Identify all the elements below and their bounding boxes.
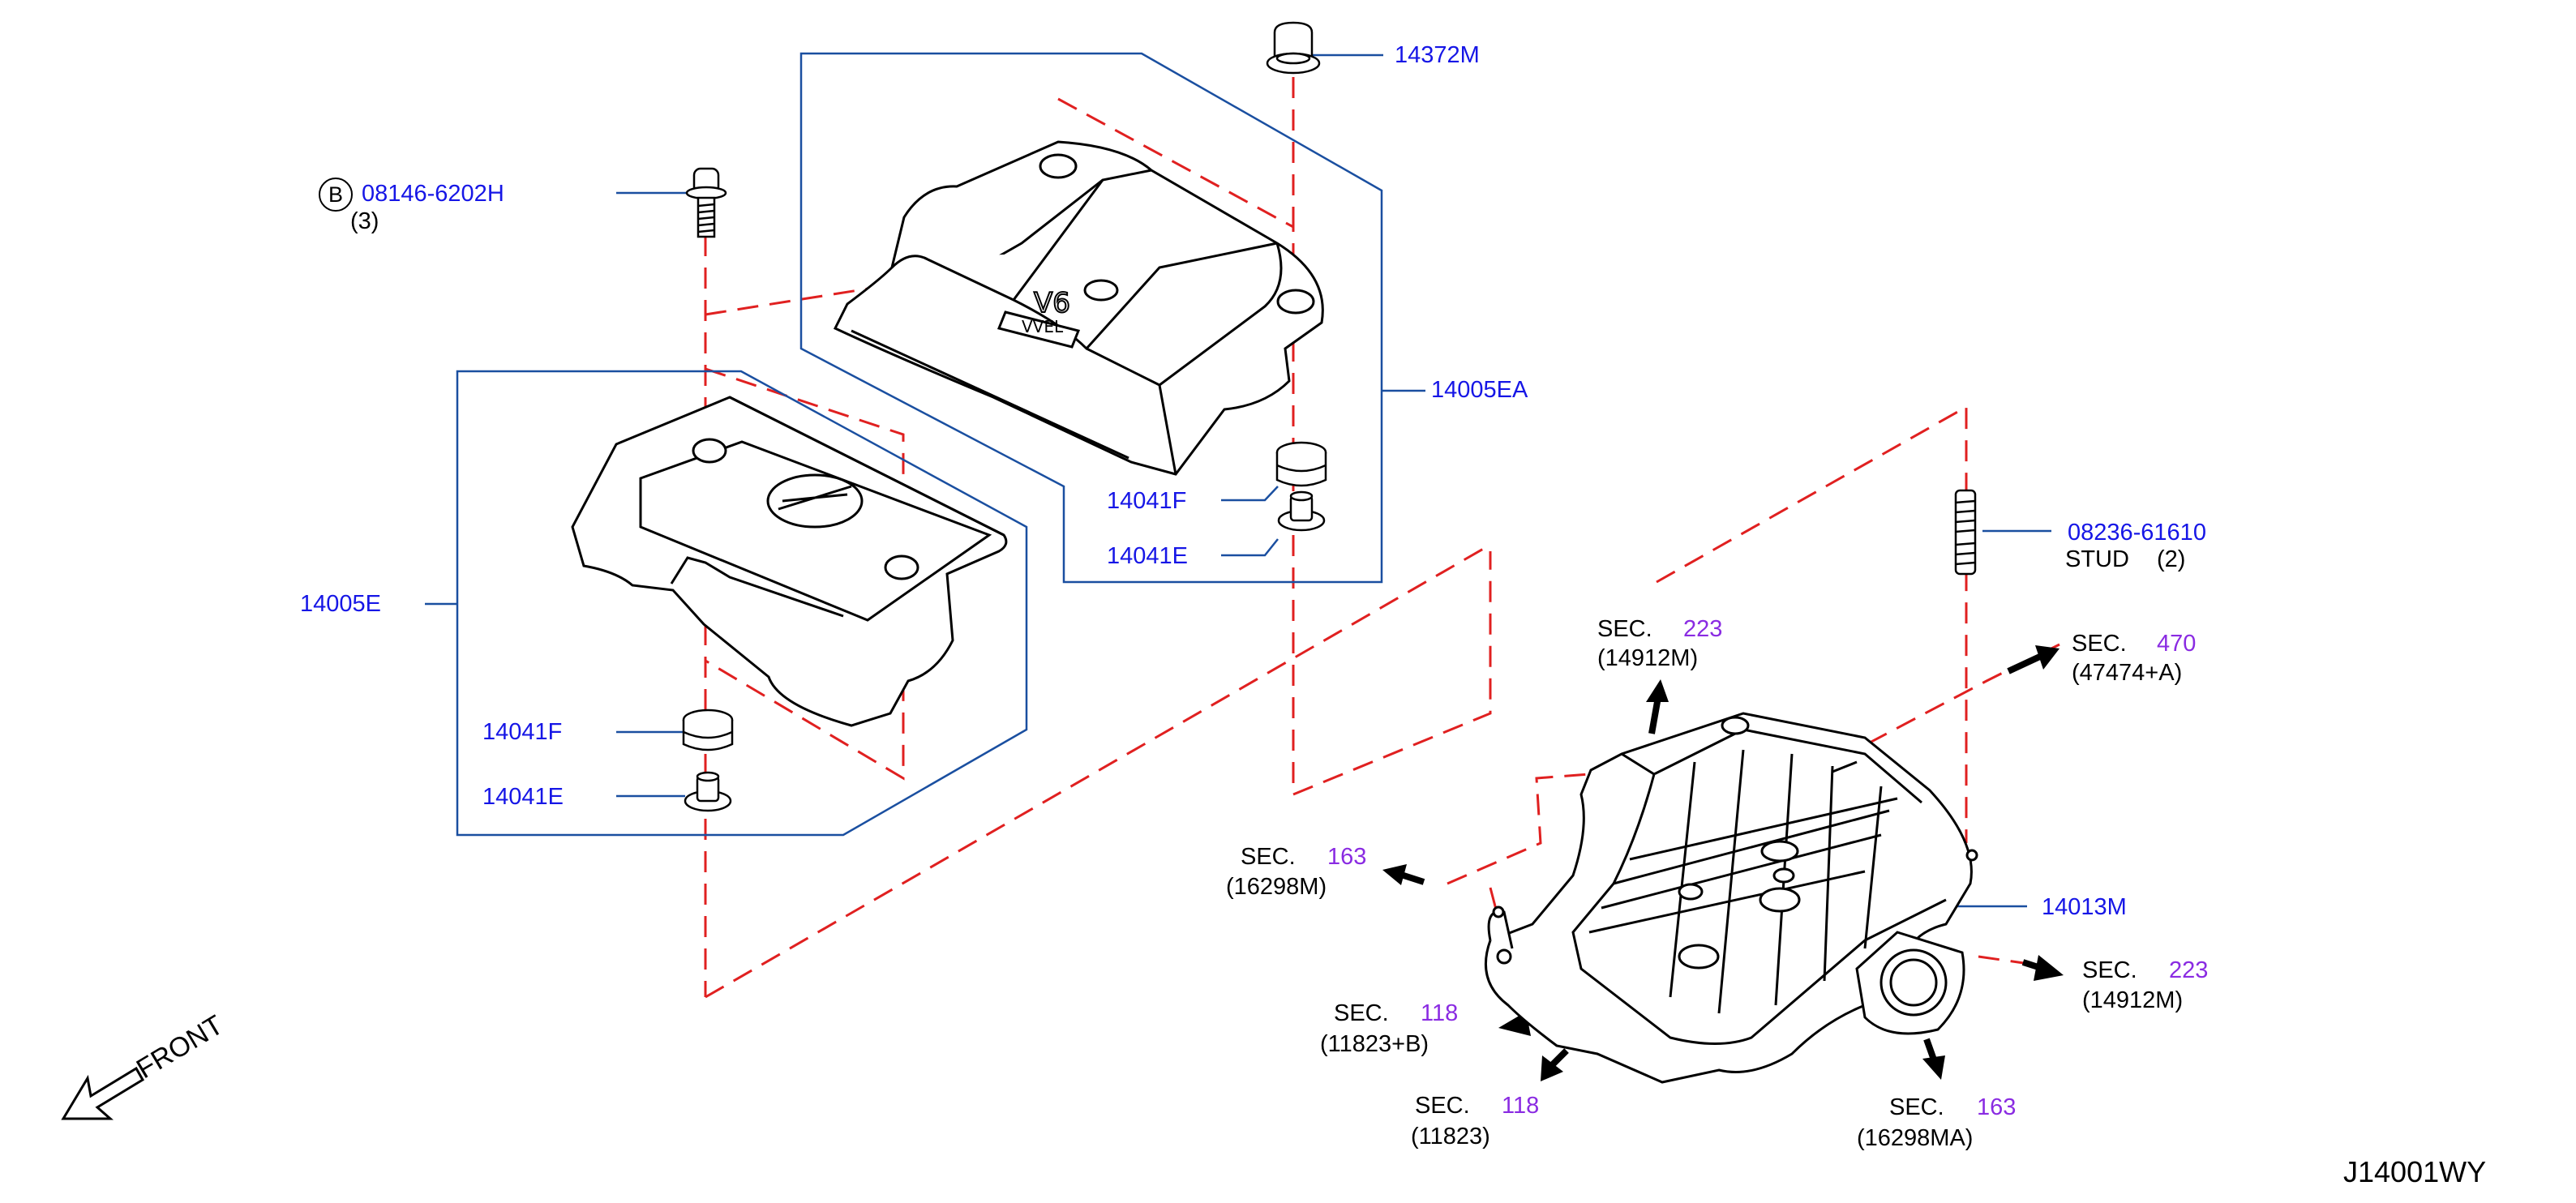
svg-text:VVEL: VVEL [1022,317,1064,336]
stud-icon [1954,489,1977,576]
sec-ref-label: SEC. [1415,1093,1470,1119]
grommet-icon [1266,21,1321,75]
upper-insulator-f-part-number[interactable]: 14041F [1107,488,1187,514]
diagram-code: J14001WY [2343,1155,2487,1188]
reference-b-badge: B [319,178,353,212]
sec-ref-part: (11823+B) [1320,1031,1429,1057]
stud-quantity: (2) [2157,546,2186,572]
sec-ref-part: (16298MA) [1857,1125,1974,1151]
sec-ref-label: SEC. [1334,1000,1389,1026]
sec-ref-part: (47474+A) [2072,660,2183,686]
upper-insulator-e-part-number[interactable]: 14041E [1107,543,1188,569]
sec-ref-number[interactable]: 163 [1327,844,1367,870]
grommet-part-number[interactable]: 14372M [1395,42,1480,68]
sec-ref-label: SEC. [2082,957,2137,983]
insulator-lower-e-icon [684,771,732,812]
sec-ref-label: SEC. [1241,844,1296,870]
sec-ref-part: (14912M) [2082,987,2184,1013]
sec-ref-number[interactable]: 163 [1977,1094,2017,1120]
sec-ref-number[interactable]: 118 [1421,1000,1459,1026]
upper-engine-cover: VVEL V6 [833,140,1324,476]
manifold-part-number[interactable]: 14013M [2042,894,2127,920]
insulator-upper-f-icon [1275,441,1327,487]
svg-text:V6: V6 [1034,287,1070,319]
sec-ref-label: SEC. [2072,631,2127,657]
sec-ref-part: (14912M) [1597,645,1699,671]
sec-ref-number[interactable]: 223 [1683,616,1723,642]
bolt-quantity: (3) [350,208,379,234]
stud-part-number[interactable]: 08236-61610 [2068,520,2206,546]
sec-ref-number[interactable]: 118 [1502,1093,1540,1119]
intake-manifold [1484,712,1978,1084]
sec-ref-number[interactable]: 470 [2157,631,2197,657]
front-arrow-icon [61,1066,145,1120]
lower-engine-cover [571,396,1008,727]
sec-ref-label: SEC. [1597,616,1652,642]
stud-description: STUD [2065,546,2129,572]
sec-ref-number[interactable]: 223 [2169,957,2209,983]
upper-cover-part-number[interactable]: 14005EA [1431,377,1528,403]
sec-ref-part: (16298M) [1226,874,1327,900]
insulator-upper-e-icon [1277,490,1326,532]
lower-insulator-e-part-number[interactable]: 14041E [482,784,564,810]
insulator-lower-f-icon [682,709,734,751]
bolt-icon [685,167,727,238]
sec-ref-label: SEC. [1889,1094,1944,1120]
lower-cover-part-number[interactable]: 14005E [300,591,381,617]
bolt-part-number[interactable]: 08146-6202H [362,181,504,207]
lower-insulator-f-part-number[interactable]: 14041F [482,719,563,745]
sec-ref-part: (11823) [1411,1124,1490,1149]
